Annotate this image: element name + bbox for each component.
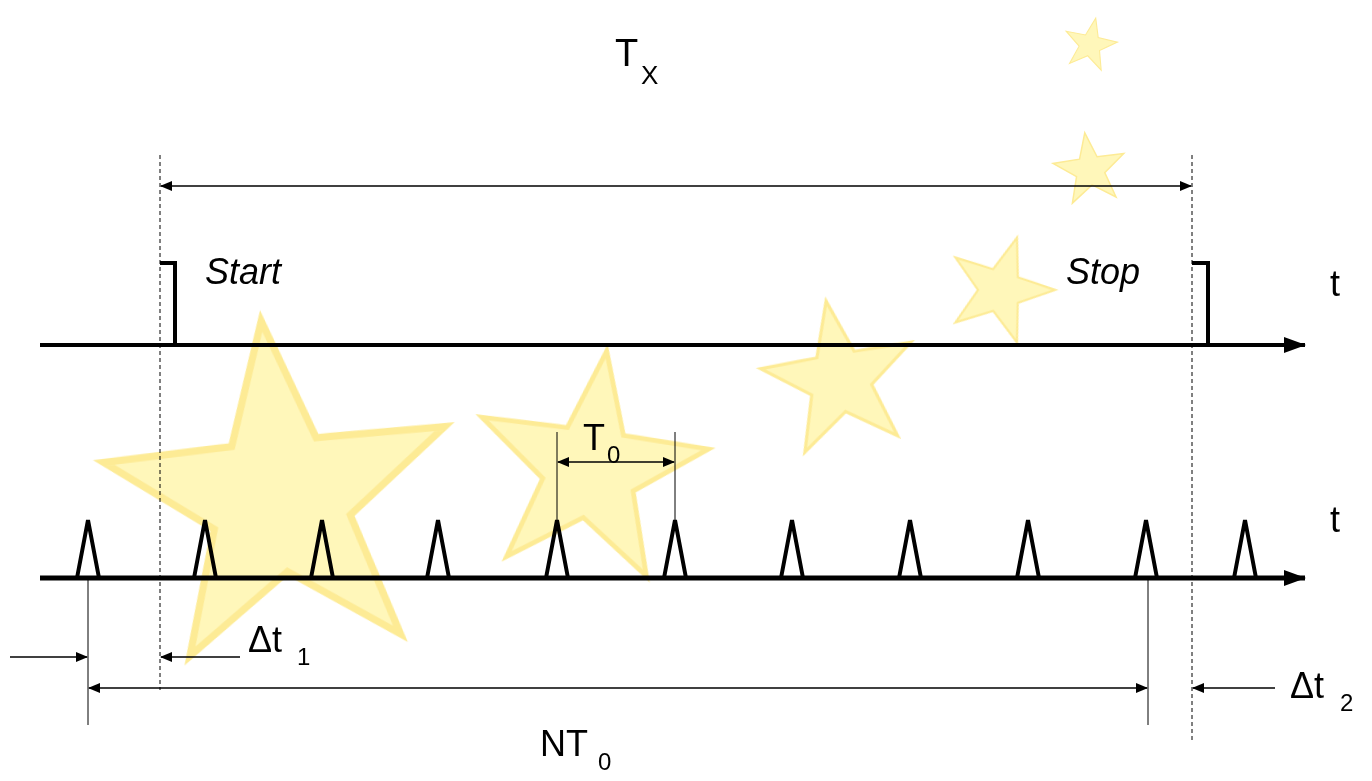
error-symbol: Δt [248, 622, 282, 658]
clock-pulse [311, 520, 333, 578]
clock-pulse [1017, 520, 1039, 578]
signal-name: Start [205, 254, 281, 290]
axis-label: t [1330, 502, 1340, 538]
clock-pulse [77, 520, 99, 578]
clock-pulse [781, 520, 803, 578]
axis-label: t [1330, 266, 1340, 302]
clock-pulse [194, 520, 216, 578]
subscript: 0 [607, 443, 620, 467]
error-symbol: Δt [1290, 668, 1324, 704]
clock-pulse [899, 520, 921, 578]
subscript: X [641, 62, 658, 88]
subscript: 1 [297, 645, 310, 669]
clock-pulse [546, 520, 568, 578]
clock-pulse [1234, 520, 1256, 578]
count-symbol: NT [540, 726, 588, 762]
clock-pulse [1135, 520, 1157, 578]
interval-symbol: T [615, 34, 638, 72]
subscript: 0 [598, 750, 611, 774]
clock-pulse [427, 520, 449, 578]
period-symbol: T [583, 420, 605, 456]
signal-name: Stop [1066, 254, 1140, 290]
clock-pulse [664, 520, 686, 578]
subscript: 2 [1340, 691, 1353, 715]
